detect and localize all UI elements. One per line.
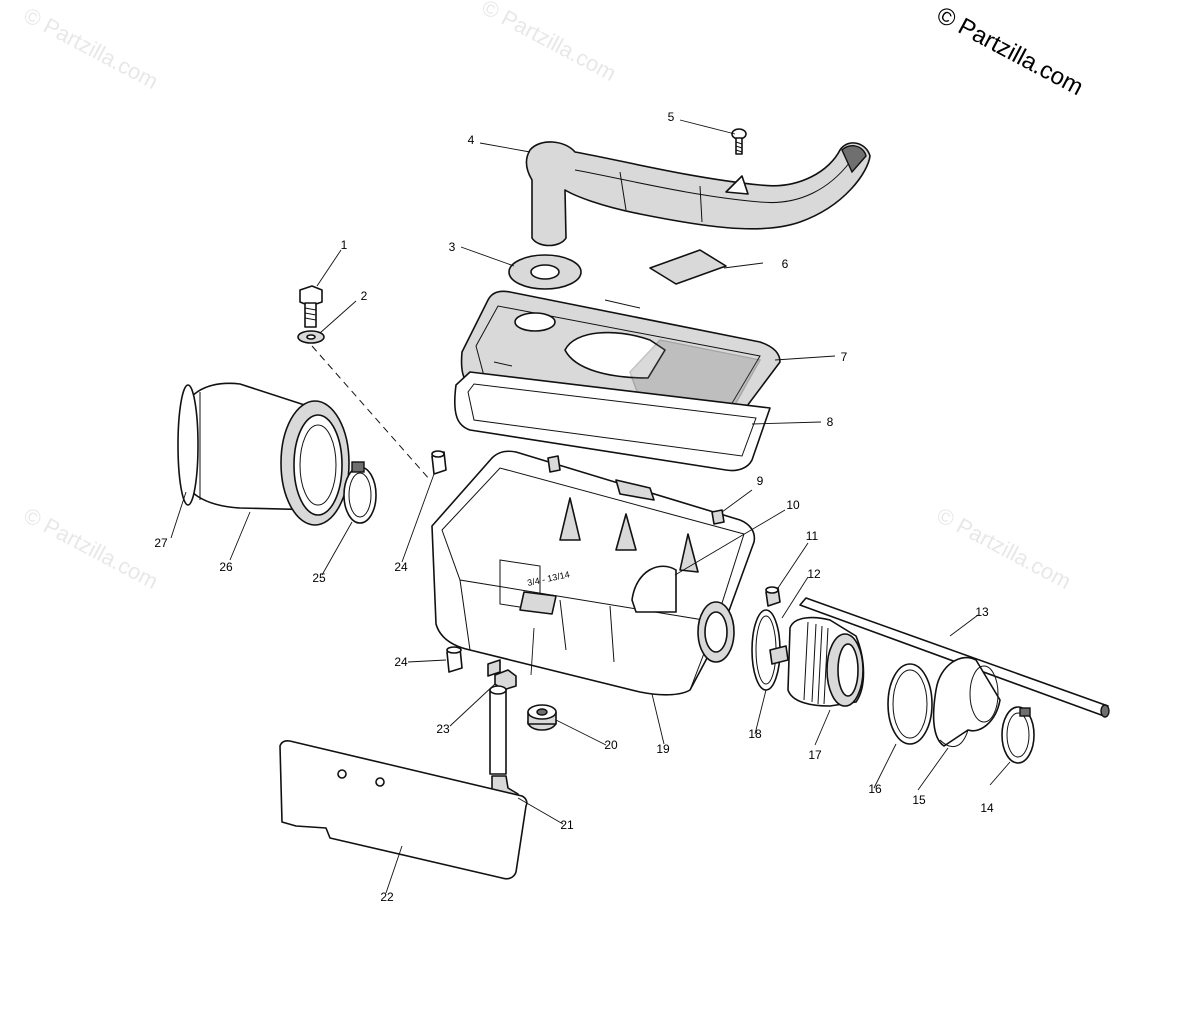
- watermark-mid-right: © Partzilla.com: [933, 502, 1076, 594]
- watermark-top-center: © Partzilla.com: [478, 0, 621, 86]
- part-22-pad: [279, 740, 528, 880]
- copyright-text: © Partzilla.com: [932, 1, 1087, 101]
- label-part-24-upper: 24: [394, 560, 408, 574]
- part-4-intake-duct: [525, 141, 871, 247]
- label-part-22: 22: [380, 890, 394, 904]
- part-26-27-air-filter: [177, 382, 350, 526]
- watermark-top-left: © Partzilla.com: [20, 2, 163, 94]
- part-24-spacer-lower: [446, 646, 463, 673]
- leader-lines: [170, 119, 1011, 894]
- label-part-13: 13: [975, 605, 989, 619]
- label-part-27: 27: [154, 536, 168, 550]
- part-16-clamp-ring: [887, 663, 933, 745]
- label-part-7: 7: [841, 350, 848, 364]
- label-part-12: 12: [807, 567, 821, 581]
- watermark-mid-left: © Partzilla.com: [20, 502, 163, 594]
- part-11-plug: [765, 586, 781, 607]
- label-part-23: 23: [436, 722, 450, 736]
- label-part-24-lower: 24: [394, 655, 408, 669]
- label-part-26: 26: [219, 560, 233, 574]
- part-number-labels: 1 2 3 4 5 6 7 8 9 10 11 12 13 14 15 16 1…: [154, 110, 994, 904]
- label-part-10: 10: [786, 498, 800, 512]
- part-5-screw: [731, 128, 747, 155]
- install-dashed-line: [311, 345, 431, 481]
- label-part-20: 20: [604, 738, 618, 752]
- label-part-19: 19: [656, 742, 670, 756]
- part-19-airbox: 3/4 - 13/14: [431, 450, 756, 696]
- label-part-5: 5: [668, 110, 675, 124]
- label-part-21: 21: [560, 818, 574, 832]
- label-part-11: 11: [806, 529, 819, 543]
- part-13-rod: [799, 597, 1110, 718]
- label-part-9: 9: [757, 474, 764, 488]
- part-24-spacer-upper: [431, 450, 447, 475]
- label-part-15: 15: [912, 793, 926, 807]
- label-part-2: 2: [361, 289, 368, 303]
- part-3-grommet: [508, 254, 582, 290]
- part-6-pad: [649, 249, 727, 285]
- label-part-18: 18: [748, 727, 762, 741]
- label-part-25: 25: [312, 571, 326, 585]
- part-1-bolt: [299, 285, 323, 328]
- label-part-3: 3: [449, 240, 456, 254]
- part-20-grommet: [527, 704, 557, 731]
- part-21-drain-tube: [489, 685, 519, 807]
- part-15-boot: [932, 656, 1001, 748]
- label-part-17: 17: [808, 748, 822, 762]
- part-25-clamp: [343, 461, 377, 524]
- part-8-gasket: [454, 371, 771, 472]
- label-part-6: 6: [782, 257, 789, 271]
- label-part-8: 8: [827, 415, 834, 429]
- label-part-4: 4: [468, 133, 475, 147]
- part-14-clamp: [1001, 706, 1035, 764]
- label-part-16: 16: [868, 782, 882, 796]
- part-17-outlet-adapter: [769, 616, 865, 707]
- part-2-washer: [297, 330, 325, 344]
- label-part-1: 1: [341, 238, 348, 252]
- label-part-14: 14: [980, 801, 994, 815]
